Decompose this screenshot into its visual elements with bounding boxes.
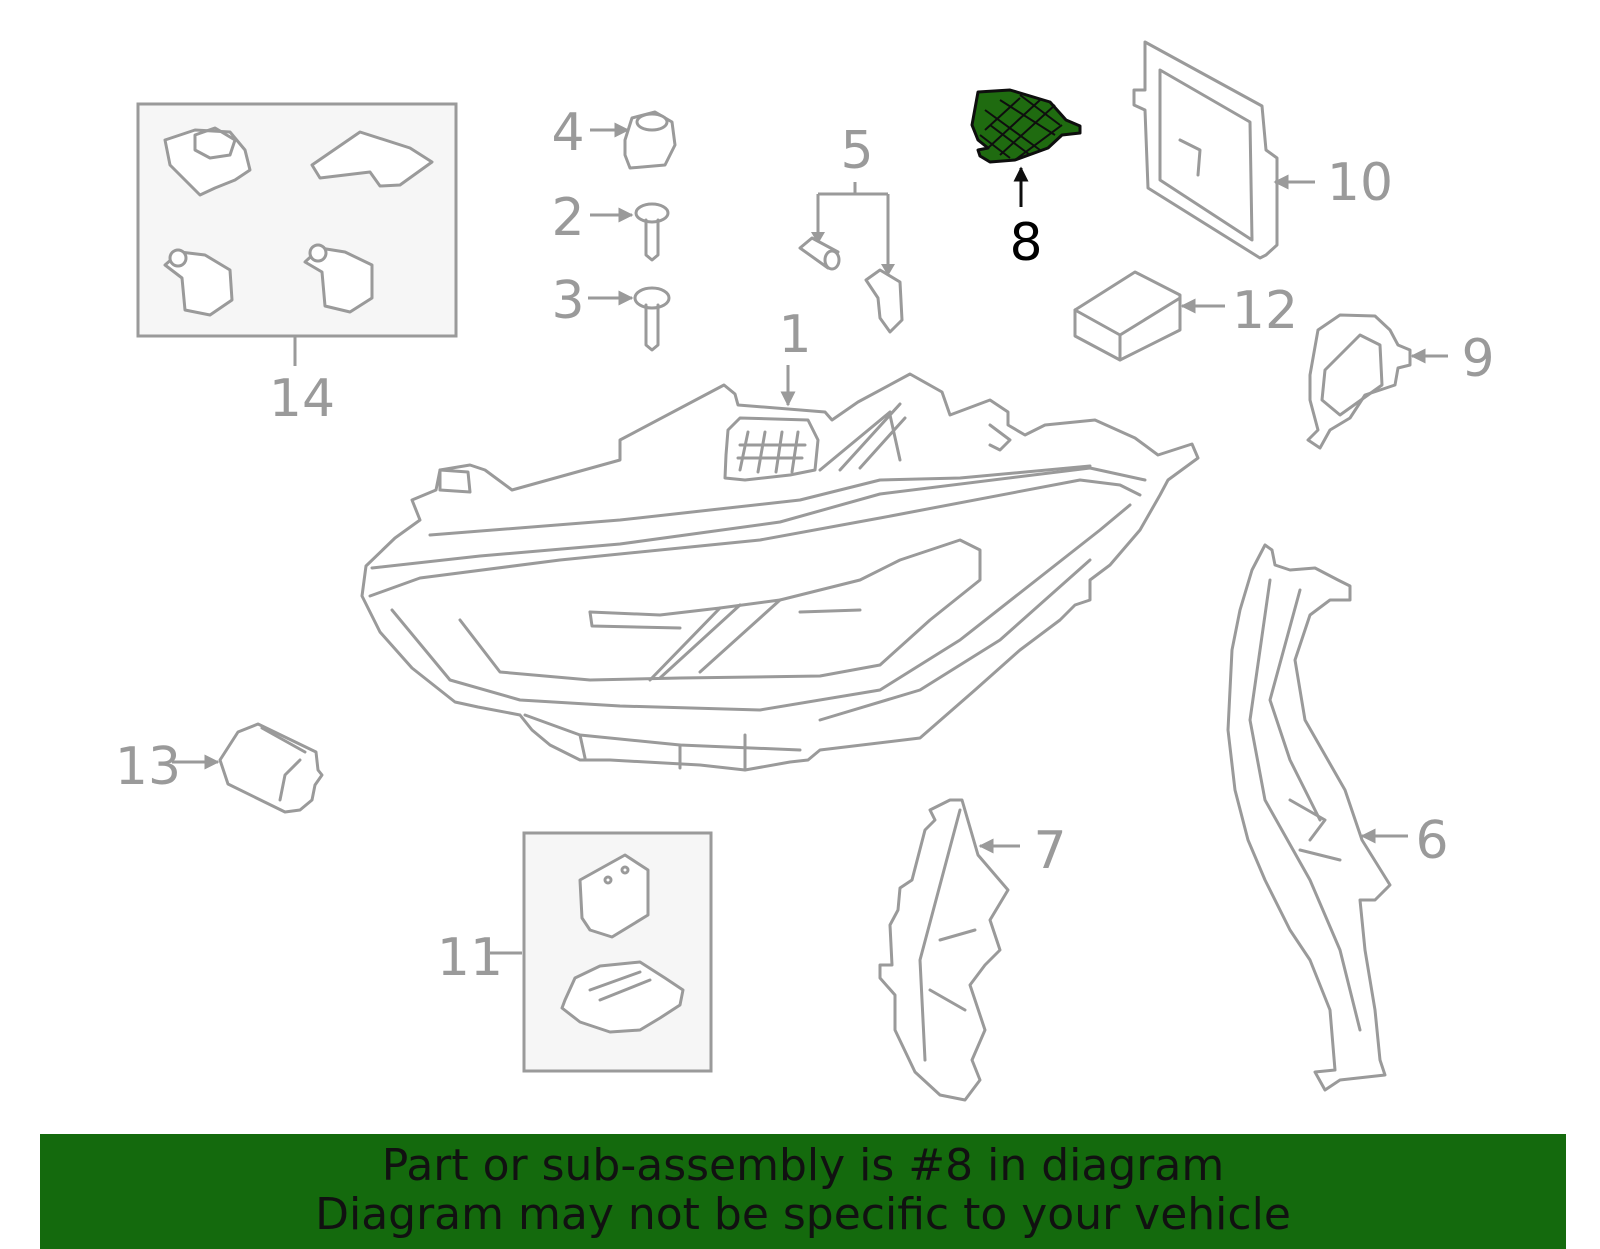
banner-line-1: Part or sub-assembly is #8 in diagram <box>381 1140 1225 1191</box>
part-7-bracket[interactable] <box>878 798 1010 1102</box>
part-6-bracket[interactable] <box>1226 543 1392 1092</box>
callout-4: 4 <box>551 103 584 163</box>
part-3-bolt[interactable] <box>633 286 671 352</box>
callout-6: 6 <box>1415 811 1448 871</box>
banner-line-2: Diagram may not be specific to your vehi… <box>315 1189 1291 1240</box>
part-5-bulbs[interactable] <box>798 236 904 334</box>
part-11-kit[interactable] <box>522 831 713 1073</box>
part-4-bulb-holder[interactable] <box>623 110 677 170</box>
info-banner: Part or sub-assembly is #8 in diagram Di… <box>40 1134 1566 1249</box>
callout-8: 8 <box>1009 213 1042 273</box>
callout-14: 14 <box>269 369 335 429</box>
callout-13: 13 <box>115 737 181 797</box>
callout-5: 5 <box>840 121 873 181</box>
part-14-clip-kit[interactable] <box>136 102 458 338</box>
callout-2: 2 <box>551 188 584 248</box>
part-1-headlight-assembly[interactable] <box>360 372 1200 772</box>
callout-7: 7 <box>1033 821 1066 881</box>
callout-3: 3 <box>551 271 584 331</box>
callout-10: 10 <box>1327 153 1393 213</box>
part-2-screw[interactable] <box>634 202 670 262</box>
part-12-module-box[interactable] <box>1073 270 1182 362</box>
callout-1: 1 <box>778 305 811 365</box>
callout-12: 12 <box>1232 281 1298 341</box>
callout-9: 9 <box>1461 329 1494 389</box>
part-13-cap[interactable] <box>218 722 324 814</box>
callout-11: 11 <box>437 928 503 988</box>
part-10-control-module[interactable] <box>1132 40 1279 260</box>
part-8-cover-highlighted[interactable] <box>970 88 1082 164</box>
part-9-bracket[interactable] <box>1306 313 1412 450</box>
